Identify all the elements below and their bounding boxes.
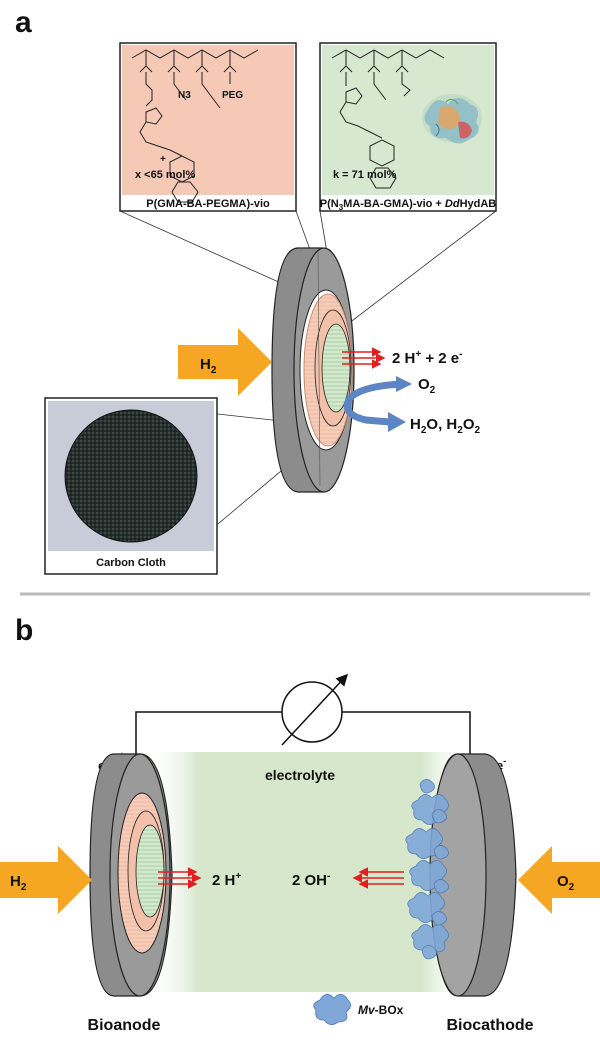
biocathode-label: Biocathode xyxy=(446,1017,533,1034)
h2-arrow-a: H2 xyxy=(178,328,272,396)
hydrogenase-enzyme-icon xyxy=(422,94,482,144)
electrolyte-label: electrolyte xyxy=(265,767,335,783)
h2-label-b: H2 xyxy=(10,873,27,893)
composition-right: k = 71 mol% xyxy=(333,169,397,181)
meter-icon xyxy=(281,681,343,743)
h2-label-a: H2 xyxy=(200,356,217,376)
hydroxide-arrows xyxy=(352,867,404,889)
peg-label: PEG xyxy=(222,90,243,101)
panel-a-label: a xyxy=(15,6,32,39)
bilirubin-oxidase-layer xyxy=(405,779,449,960)
o2-arrow-b: O2 xyxy=(518,846,600,914)
products-label: 2 H+ + 2 e- xyxy=(392,349,462,367)
proton-arrows xyxy=(158,867,202,889)
bioanode-disk-b xyxy=(89,753,173,997)
o2-label-a: O2 xyxy=(418,376,436,396)
structure-right xyxy=(331,49,445,189)
azide-label: N3 xyxy=(178,90,191,101)
viologen-charge-left: + xyxy=(160,154,166,165)
polymer-name-right: P(N3MA-BA-GMA)-vio + DdHydAB xyxy=(320,198,497,212)
carbon-cloth-caption: Carbon Cloth xyxy=(96,557,166,569)
polymer-box-right: k = 71 mol% P(N3MA-BA-GMA)-vio + DdHydAB xyxy=(319,42,497,212)
o2-label-b: O2 xyxy=(557,873,575,893)
panel-b-label: b xyxy=(15,614,33,647)
electron-arrows-a xyxy=(342,347,386,369)
enzyme-legend-label: Mv-BOx xyxy=(358,1003,404,1017)
polymer-box-left: PEG N3 + x <65 mol% P(GMA-BA-PEGMA)-vio xyxy=(119,42,297,212)
protons-label: 2 H+ xyxy=(212,871,241,889)
o2-reduction-arrow xyxy=(343,376,412,432)
h2-arrow-b: H2 xyxy=(0,846,92,914)
composition-left: x <65 mol% xyxy=(135,169,195,181)
enzyme-legend: Mv-BOx xyxy=(313,994,404,1025)
polymer-name-left: P(GMA-BA-PEGMA)-vio xyxy=(146,198,270,210)
hydroxide-label: 2 OH- xyxy=(292,871,330,889)
e-label-right: e- xyxy=(496,756,506,773)
carbon-cloth-photo: Carbon Cloth xyxy=(44,397,218,575)
external-circuit xyxy=(135,673,471,755)
water-peroxide-label: H2O, H2O2 xyxy=(410,416,480,436)
structure-left xyxy=(131,49,259,203)
bioanode-disk-a xyxy=(271,247,355,493)
bioanode-label: Bioanode xyxy=(88,1017,161,1034)
